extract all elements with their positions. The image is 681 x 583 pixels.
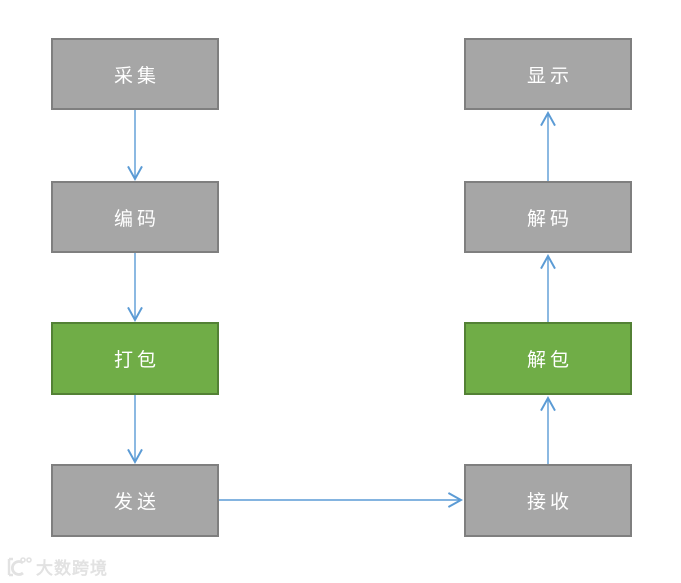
node-encode-label: 编码 <box>113 207 160 230</box>
node-receive: 接收 <box>464 464 632 537</box>
node-send-label: 发送 <box>113 491 160 513</box>
node-capture: 采集 <box>51 38 219 110</box>
node-pack-label: 打包 <box>113 349 160 371</box>
node-decode-label: 解码 <box>526 207 573 230</box>
node-send: 发送 <box>51 464 219 537</box>
watermark-text: 大数跨境 <box>36 559 108 578</box>
watermark-logo-icon <box>6 555 32 579</box>
watermark: 大数跨境 <box>6 554 108 579</box>
node-unpack: 解包 <box>464 322 632 395</box>
node-unpack-label: 解包 <box>526 349 573 371</box>
node-receive-label: 接收 <box>526 491 573 513</box>
node-display-label: 显示 <box>526 64 573 87</box>
node-display: 显示 <box>464 38 632 110</box>
node-decode: 解码 <box>464 181 632 253</box>
node-pack: 打包 <box>51 322 219 395</box>
node-capture-label: 采集 <box>113 64 160 87</box>
node-encode: 编码 <box>51 181 219 253</box>
